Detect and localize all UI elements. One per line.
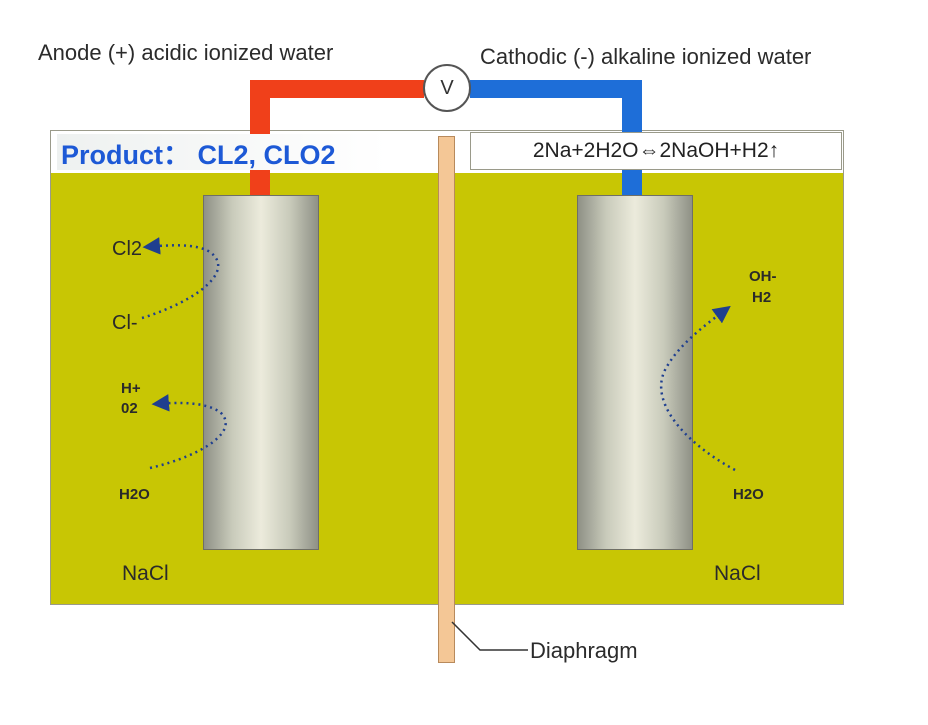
anode-wire-top — [250, 80, 424, 98]
product-text: Product： CL2, CLO2 — [61, 139, 336, 170]
cl2-label: Cl2 — [112, 238, 143, 260]
h2o-to-o2-arrow — [149, 394, 227, 470]
cathode-h2o-label: H2O — [733, 486, 764, 503]
voltmeter: V — [423, 64, 471, 112]
anode-h2o-label: H2O — [119, 486, 150, 503]
oh-minus-label: OH- — [749, 268, 777, 285]
o2-label: 02 — [121, 400, 138, 417]
h2-label: H2 — [752, 289, 772, 306]
product-box: Product： CL2, CLO2 — [57, 134, 387, 170]
cathode-wire-top — [470, 80, 642, 98]
diaphragm — [438, 136, 455, 663]
cathode-electrode — [577, 195, 693, 550]
cathode-label: Cathodic (-) alkaline ionized water — [480, 44, 812, 69]
reaction-text: 2Na+2H2O⇔2NaOH+H2↑ — [532, 139, 780, 162]
h2o-to-h2-arrow — [659, 305, 736, 472]
cl-minus-label: Cl- — [112, 312, 138, 334]
anode-nacl-label: NaCl — [122, 562, 169, 585]
diaphragm-label: Diaphragm — [530, 638, 638, 663]
anode-electrode — [203, 195, 319, 550]
reaction-box: 2Na+2H2O⇔2NaOH+H2↑ — [470, 132, 842, 170]
h-plus-label: H+ — [121, 380, 141, 397]
voltmeter-label: V — [440, 76, 454, 99]
diaphragm-leader-line — [451, 621, 528, 651]
cathode-nacl-label: NaCl — [714, 562, 761, 585]
anode-label: Anode (+) acidic ionized water — [38, 40, 334, 65]
cl-to-cl2-arrow — [141, 237, 220, 320]
